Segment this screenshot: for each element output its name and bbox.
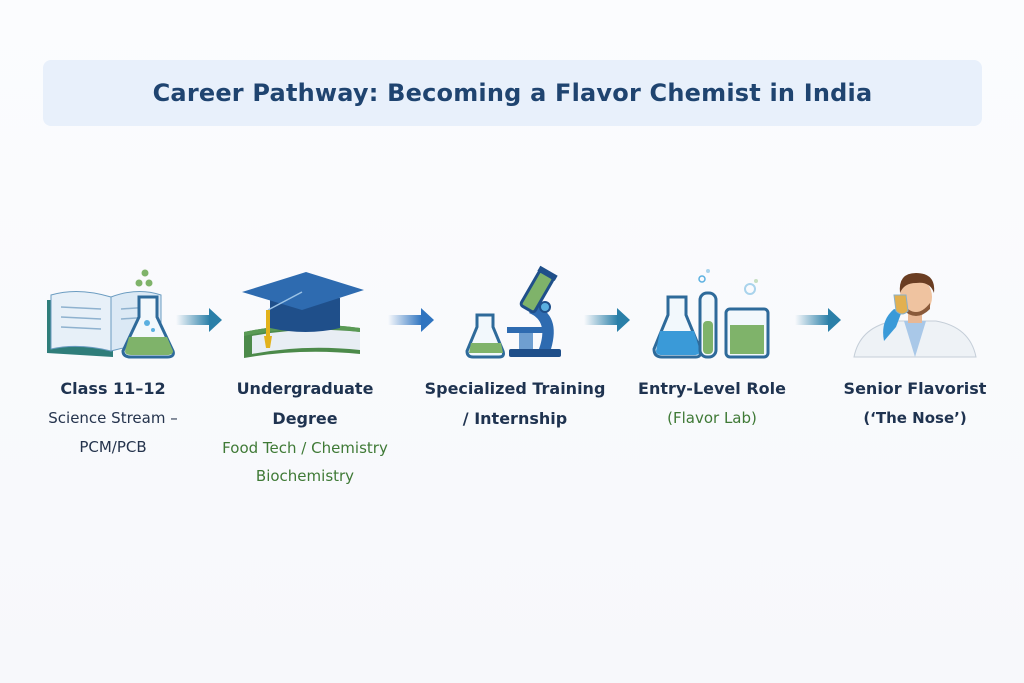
step-title: Degree — [272, 409, 338, 428]
step-detail: (Flavor Lab) — [667, 409, 757, 427]
arrow-right-icon — [388, 308, 434, 332]
step-title: Undergraduate — [236, 379, 374, 398]
graduation-cap-icon — [205, 255, 405, 360]
step-entry-level: Entry-Level Role (Flavor Lab) — [612, 255, 812, 432]
step-subtitle: PCM/PCB — [79, 438, 147, 456]
step-title: / Internship — [462, 409, 568, 428]
step-title: Senior Flavorist — [843, 379, 987, 398]
step-title: Class 11–12 — [60, 379, 166, 398]
step-senior-flavorist: Senior Flavorist (‘The Nose’) — [815, 255, 1015, 433]
book-flask-icon — [13, 255, 213, 360]
lab-glassware-icon — [612, 255, 812, 360]
title-banner: Career Pathway: Becoming a Flavor Chemis… — [43, 60, 982, 126]
step-subtitle: Science Stream – — [48, 409, 178, 427]
page-title: Career Pathway: Becoming a Flavor Chemis… — [152, 79, 873, 107]
step-undergraduate: Undergraduate Degree Food Tech / Chemist… — [205, 255, 405, 490]
microscope-icon — [415, 255, 615, 360]
step-title: Specialized Training — [424, 379, 606, 398]
step-detail: Food Tech / Chemistry — [222, 439, 388, 457]
step-detail: Biochemistry — [255, 467, 355, 485]
step-specialized-training: Specialized Training / Internship — [415, 255, 615, 434]
arrow-right-icon — [584, 308, 630, 332]
arrow-right-icon — [176, 308, 222, 332]
step-title: Entry-Level Role — [638, 379, 786, 398]
arrow-right-icon — [795, 308, 841, 332]
step-class-11-12: Class 11–12 Science Stream – PCM/PCB — [13, 255, 213, 462]
flavorist-person-icon — [815, 255, 1015, 360]
step-subtitle: (‘The Nose’) — [863, 409, 967, 427]
